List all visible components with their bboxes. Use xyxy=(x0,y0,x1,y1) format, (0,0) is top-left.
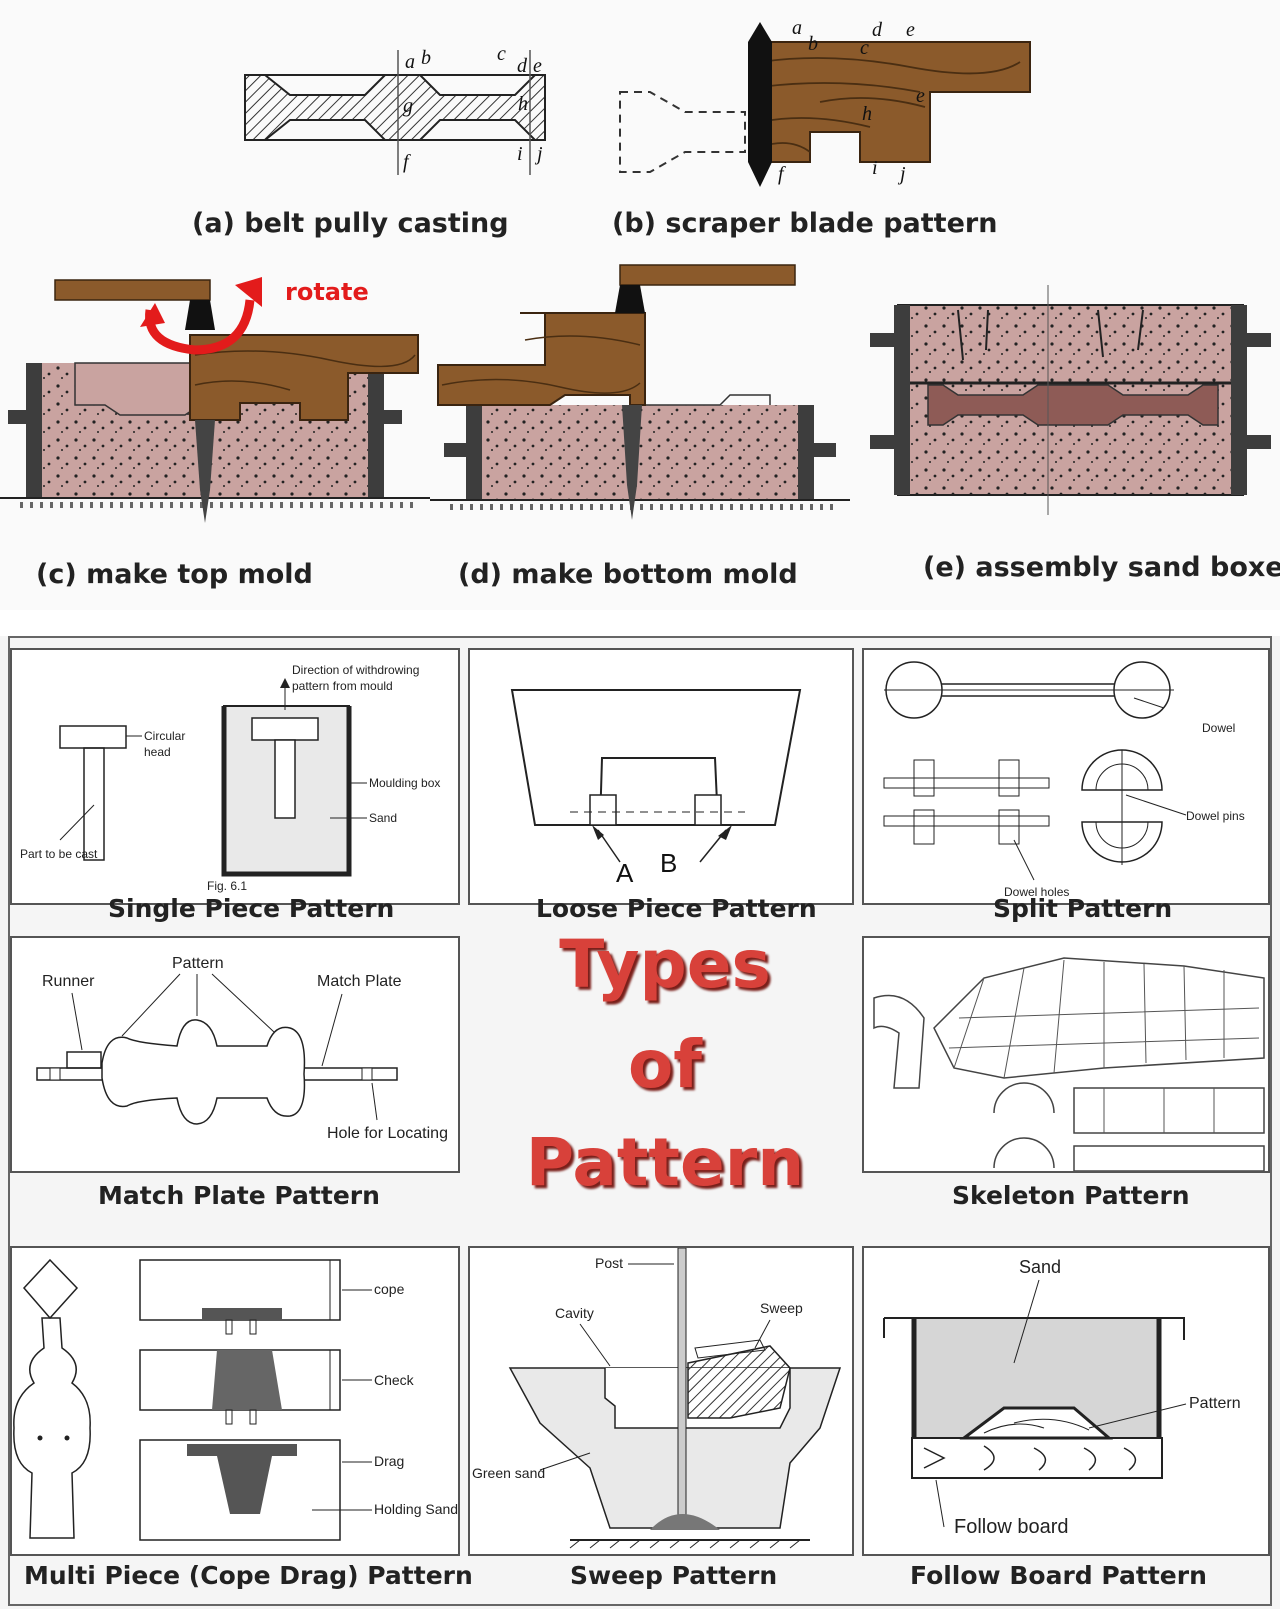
label-cavity: Cavity xyxy=(555,1305,594,1321)
label-b-i: i xyxy=(872,157,878,179)
label-dowel-holes: Dowel holes xyxy=(1004,885,1069,899)
top-mold-wood xyxy=(189,334,419,421)
title-pattern: Pattern xyxy=(525,1124,805,1201)
label-b-h: h xyxy=(862,103,872,125)
label-check: Check xyxy=(374,1372,415,1388)
label-direction-2: pattern from mould xyxy=(292,679,393,693)
label-g: g xyxy=(403,95,413,117)
label-sand: Sand xyxy=(369,811,397,825)
label-b-j: j xyxy=(897,163,906,185)
label-circular-1: Circular xyxy=(144,729,185,743)
casting-process-section: a b c d e g h f i j (a) belt pully casti… xyxy=(0,0,1280,610)
label-d: d xyxy=(517,55,528,77)
panel-sweep: Post Cavity Sweep Green sand xyxy=(468,1246,854,1556)
top-mold-diagram: rotate xyxy=(0,277,430,523)
caption-split: Split Pattern xyxy=(993,894,1173,923)
label-moulding-box: Moulding box xyxy=(369,776,440,790)
panel-follow-board: Sand Pattern Follow board xyxy=(862,1246,1270,1556)
bottom-mold-wood xyxy=(437,312,646,406)
label-b-f: f xyxy=(778,163,786,185)
panel-loose-piece: A B xyxy=(468,648,854,905)
label-i: i xyxy=(517,143,523,165)
label-c: c xyxy=(497,43,506,65)
title-types: Types xyxy=(559,926,771,1003)
label-direction-1: Direction of withdrowing xyxy=(292,663,419,677)
rotate-label: rotate xyxy=(285,278,369,306)
bottom-mold-diagram xyxy=(430,264,850,520)
label-h: h xyxy=(518,93,528,115)
pulley-hatch xyxy=(244,74,546,141)
panel-skeleton xyxy=(862,936,1270,1173)
caption-a: (a) belt pully casting xyxy=(192,208,509,239)
label-holding-sand: Holding Sand xyxy=(374,1501,458,1517)
caption-follow-board: Follow Board Pattern xyxy=(910,1561,1207,1590)
label-circular-2: head xyxy=(144,745,171,759)
label-pattern: Pattern xyxy=(1189,1395,1241,1412)
label-a: a xyxy=(405,51,415,73)
panel-single-piece: Circular head Part to be cast Direction … xyxy=(10,648,460,905)
pattern-types-grid: Circular head Part to be cast Direction … xyxy=(0,636,1280,1609)
label-b-c: c xyxy=(860,37,869,59)
panel-match-plate: Runner Pattern Match Plate Hole for Loca… xyxy=(10,936,460,1173)
caption-sweep: Sweep Pattern xyxy=(570,1561,778,1590)
label-e: e xyxy=(533,55,542,77)
label-cope: cope xyxy=(374,1281,405,1297)
label-a: A xyxy=(616,858,634,888)
label-hole: Hole for Locating xyxy=(327,1125,448,1142)
label-follow-board: Follow board xyxy=(954,1516,1069,1538)
panel-multi-piece: cope Check Drag Holding Sand xyxy=(10,1246,460,1556)
label-fig: Fig. 6.1 xyxy=(207,879,247,893)
label-post: Post xyxy=(595,1255,623,1271)
label-part-to-cast: Part to be cast xyxy=(20,847,98,861)
label-b-e2: e xyxy=(916,85,925,107)
label-b-a: a xyxy=(792,17,802,39)
scraper-wood xyxy=(749,41,1031,163)
caption-multi-piece: Multi Piece (Cope Drag) Pattern xyxy=(24,1561,473,1590)
label-j: j xyxy=(534,143,543,165)
belt-pulley-diagram: a b c d e g h f i j xyxy=(244,43,546,175)
title-of: of xyxy=(627,1026,703,1103)
grid-border xyxy=(8,636,1272,1606)
label-b: B xyxy=(660,848,677,878)
label-b-e: e xyxy=(906,19,915,41)
caption-e: (e) assembly sand boxes xyxy=(923,552,1280,583)
mold-cavity xyxy=(927,384,1219,426)
caption-d: (d) make bottom mold xyxy=(458,559,798,590)
label-match-plate: Match Plate xyxy=(317,973,402,990)
label-drag: Drag xyxy=(374,1453,404,1469)
label-green-sand: Green sand xyxy=(472,1465,545,1481)
label-f: f xyxy=(403,151,411,173)
caption-b: (b) scraper blade pattern xyxy=(612,208,998,239)
scraper-blade-diagram: a b c d e e h f i j xyxy=(619,17,1031,187)
label-pattern: Pattern xyxy=(172,955,224,972)
label-b-b: b xyxy=(808,33,818,55)
caption-skeleton: Skeleton Pattern xyxy=(952,1181,1190,1210)
caption-loose-piece: Loose Piece Pattern xyxy=(536,894,817,923)
rotate-arrow xyxy=(145,299,255,355)
caption-c: (c) make top mold xyxy=(36,559,313,590)
label-b: b xyxy=(421,47,431,69)
assembly-sandbox-diagram xyxy=(870,285,1271,515)
label-dowel-pins: Dowel pins xyxy=(1186,809,1245,823)
caption-single-piece: Single Piece Pattern xyxy=(108,894,395,923)
caption-match-plate: Match Plate Pattern xyxy=(98,1181,380,1210)
label-sand: Sand xyxy=(1019,1257,1061,1277)
label-runner: Runner xyxy=(42,973,95,990)
label-b-d: d xyxy=(872,19,883,41)
label-dowel: Dowel xyxy=(1202,721,1235,735)
panel-split: Dowel Dowel pins Dowel holes xyxy=(862,648,1270,905)
label-sweep: Sweep xyxy=(760,1300,803,1316)
